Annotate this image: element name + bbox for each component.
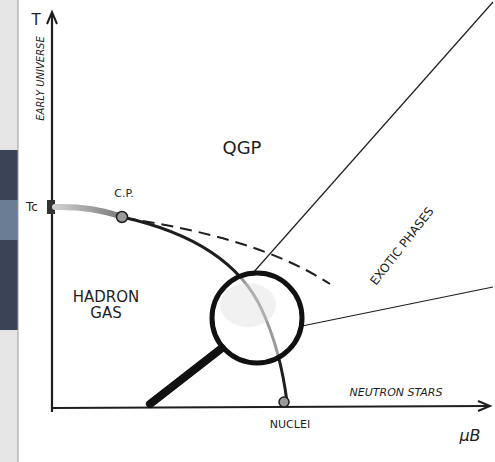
- nuclei-point: [279, 397, 289, 407]
- magnifier-handle: [150, 348, 222, 404]
- phase-label: QGP: [223, 138, 262, 158]
- panel-border: [18, 0, 19, 462]
- exotic-boundary: [124, 218, 330, 284]
- critical-point-label: C.P.: [114, 188, 134, 200]
- axis-note: NEUTRON STARS: [350, 387, 443, 399]
- zoom-line: [252, 2, 493, 274]
- axis-label: μB: [459, 427, 480, 445]
- phase-label: EXOTIC PHASES: [368, 206, 437, 289]
- photo-fragment: [0, 200, 18, 240]
- critical-temperature-label: Tc: [26, 201, 38, 214]
- zoom-line: [302, 287, 493, 326]
- point-label: NUCLEI: [270, 419, 310, 431]
- axis-arrowhead: [478, 401, 490, 411]
- critical-point: [117, 212, 128, 223]
- crossover-band: [55, 207, 120, 216]
- photo-fragment: [0, 150, 18, 330]
- transition-line: [122, 217, 287, 402]
- axis-note: EARLY UNIVERSE: [35, 36, 46, 121]
- lens-shine: [220, 283, 276, 327]
- phase-label: HADRON GAS: [63, 289, 149, 322]
- magnifier-lens: [212, 273, 302, 363]
- photo-strip: [0, 0, 18, 462]
- axis-label: T: [31, 12, 40, 29]
- axis-arrowhead: [47, 12, 57, 24]
- chemical-potential-axis: [52, 406, 488, 408]
